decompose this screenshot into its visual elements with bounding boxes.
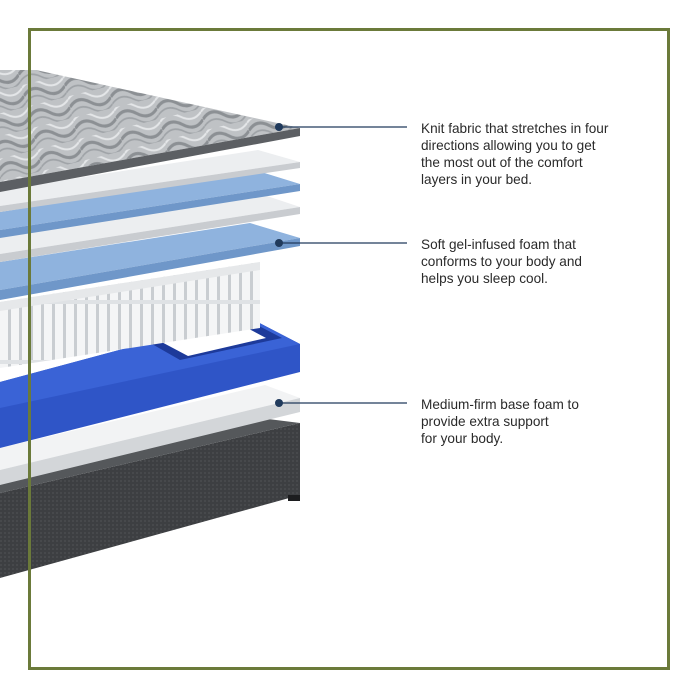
callout-gel-foam: Soft gel-infused foam that conforms to y… <box>421 236 651 287</box>
coil-spring-layer <box>0 262 260 368</box>
callout-line: Medium-firm base foam to <box>421 397 579 412</box>
comfort-foam-layer-3 <box>0 193 300 262</box>
foundation-base <box>0 418 300 578</box>
callout-line: Knit fabric that stretches in four <box>421 121 609 136</box>
knit-fabric-cover <box>0 70 300 192</box>
callout-line: provide extra support <box>421 414 549 429</box>
callout-knit-fabric: Knit fabric that stretches in four direc… <box>421 120 651 188</box>
callout-line: Soft gel-infused foam that <box>421 237 576 252</box>
gel-foam-layer <box>0 223 300 300</box>
leader-base-foam <box>275 399 407 407</box>
callout-line: directions allowing you to get <box>421 138 596 153</box>
callout-line: layers in your bed. <box>421 172 533 187</box>
comfort-foam-layer-1 <box>0 150 300 212</box>
callout-line: the most out of the comfort <box>421 155 583 170</box>
leader-gel-foam <box>275 239 407 247</box>
leader-knit-fabric <box>275 123 407 131</box>
callout-line: for your body. <box>421 431 504 446</box>
callout-line: conforms to your body and <box>421 254 582 269</box>
comfort-foam-layer-2 <box>0 171 300 238</box>
callout-base-foam: Medium-firm base foam to provide extra s… <box>421 396 651 447</box>
bottom-comfort-layer <box>0 385 300 485</box>
callout-line: helps you sleep cool. <box>421 271 548 286</box>
